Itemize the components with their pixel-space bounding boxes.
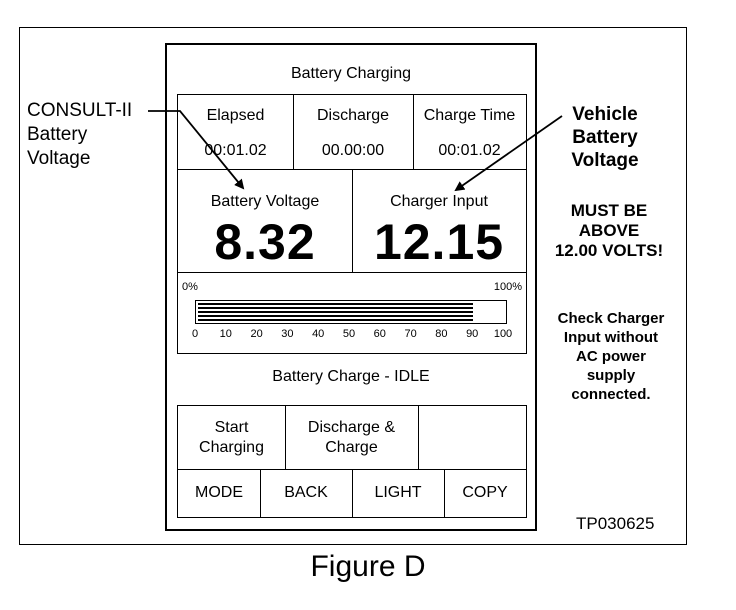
warning-line: ABOVE <box>578 221 640 240</box>
discharge-label: Discharge <box>316 107 390 124</box>
left-callout-arrow <box>148 110 245 190</box>
consult-ii-screen: Battery Charging Elapsed 00:01.02 Discha… <box>165 43 537 531</box>
scale-tick-label: 50 <box>342 328 356 340</box>
scale-tick-label: 30 <box>281 328 294 340</box>
battery-voltage-label: Battery Voltage <box>210 193 320 210</box>
voltage-warning: MUST BE ABOVE 12.00 VOLTS! <box>536 201 682 261</box>
warning-line: MUST BE <box>570 201 648 220</box>
discharge-value: 00.00:00 <box>321 142 385 159</box>
start-charging-button[interactable]: Start Charging <box>199 418 264 456</box>
callout-line: CONSULT-II <box>27 100 133 121</box>
button-panel: Start Charging Discharge & Charge MODE B… <box>177 405 527 518</box>
mode-button[interactable]: MODE <box>195 484 243 501</box>
note-line: Check Charger <box>557 310 665 327</box>
divider <box>260 469 261 517</box>
note-line: supply <box>586 367 636 384</box>
charge-time-value: 00:01.02 <box>438 142 501 159</box>
elapsed-label: Elapsed <box>206 107 265 124</box>
consult-battery-voltage-callout: CONSULT-II Battery Voltage <box>27 99 132 171</box>
scale-tick-label: 20 <box>250 328 263 340</box>
callout-line: Voltage <box>27 148 91 169</box>
back-button[interactable]: BACK <box>284 484 328 501</box>
divider <box>413 95 414 169</box>
scale-tick-label: 10 <box>219 328 232 340</box>
divider <box>352 469 353 517</box>
charge-progress-bar <box>195 300 507 324</box>
light-button[interactable]: LIGHT <box>374 484 422 501</box>
scale-tick-label: 80 <box>435 328 448 340</box>
right-callout-arrow <box>454 115 563 192</box>
scale-tick-label: 90 <box>466 328 479 340</box>
discharge-and-charge-button[interactable]: Discharge & Charge <box>307 418 396 456</box>
warning-line: 12.00 VOLTS! <box>554 241 664 260</box>
scale-tick-label: 0 <box>191 328 199 340</box>
divider <box>285 406 286 469</box>
charger-input-label: Charger Input <box>390 193 488 210</box>
divider <box>444 469 445 517</box>
charge-status: Battery Charge - IDLE <box>272 368 430 385</box>
progress-max-label: 100% <box>493 281 522 293</box>
readout-panel: Elapsed 00:01.02 Discharge 00.00:00 Char… <box>177 94 527 354</box>
part-number: TP030625 <box>576 514 655 533</box>
scale-tick-label: 100 <box>493 328 513 340</box>
scale-tick-label: 70 <box>404 328 417 340</box>
callout-line: Battery <box>27 124 88 145</box>
charge-time-label: Charge Time <box>423 107 516 124</box>
divider <box>352 169 353 272</box>
note-line: AC power <box>575 348 646 365</box>
scale-tick-label: 40 <box>312 328 325 340</box>
screen-title: Battery Charging <box>290 65 412 82</box>
charger-input-value: 12.15 <box>373 214 505 270</box>
progress-min-label: 0% <box>182 281 198 293</box>
vehicle-battery-voltage-callout: Vehicle Battery Voltage <box>550 103 660 172</box>
figure-frame <box>19 27 687 545</box>
charger-input-note: Check Charger Input without AC power sup… <box>536 309 686 404</box>
divider <box>178 272 526 273</box>
divider <box>418 406 419 469</box>
callout-line: Voltage <box>571 150 639 171</box>
figure-caption: Figure D <box>310 550 426 583</box>
scale-tick-label: 60 <box>373 328 386 340</box>
elapsed-value: 00:01.02 <box>204 142 267 159</box>
callout-line: Battery <box>572 127 638 148</box>
charge-progress-fill <box>198 303 473 321</box>
copy-button[interactable]: COPY <box>462 484 508 501</box>
note-line: connected. <box>571 386 651 403</box>
battery-voltage-value: 8.32 <box>214 214 316 270</box>
callout-line: Vehicle <box>572 104 638 125</box>
note-line: Input without <box>563 329 659 346</box>
progress-scale: 0 10 20 30 40 50 60 70 80 90 100 <box>178 328 526 344</box>
divider <box>293 95 294 169</box>
